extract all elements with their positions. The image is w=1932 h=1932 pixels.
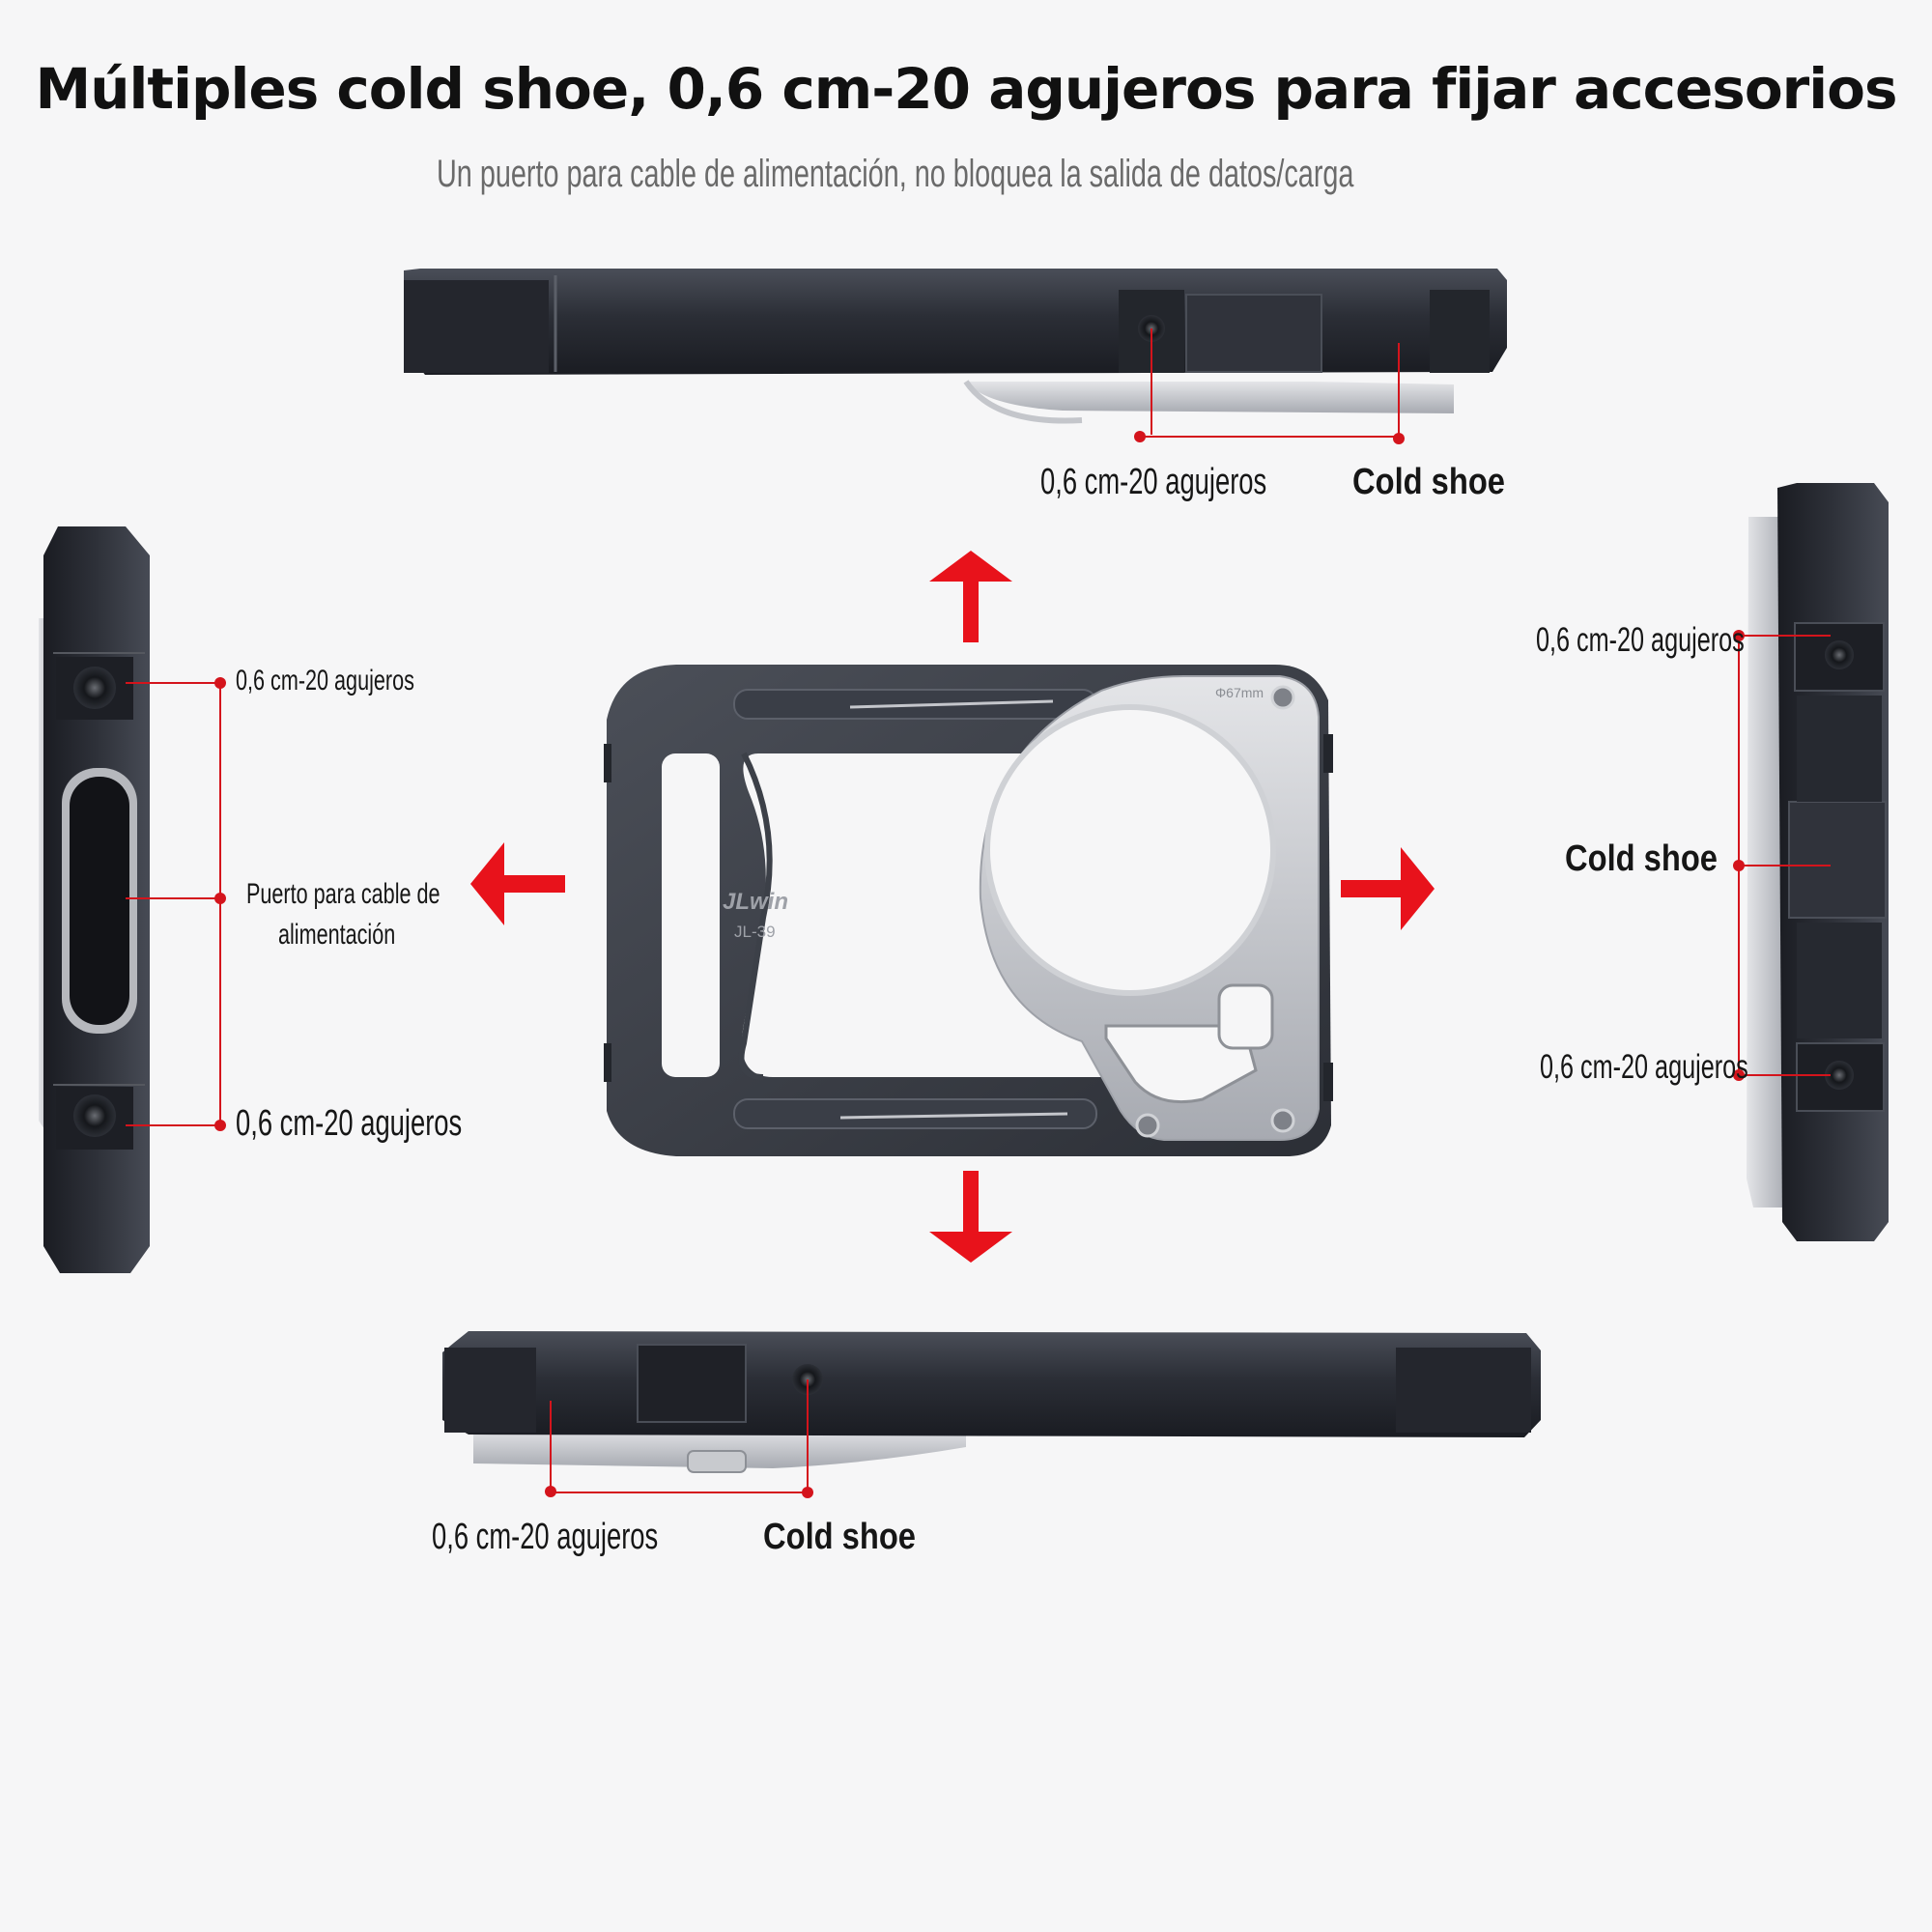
right-view-cage — [1733, 483, 1889, 1241]
right-shoe-label: Cold shoe — [1565, 838, 1718, 879]
right-hole-label-top: 0,6 cm-20 agujeros — [1536, 621, 1745, 659]
top-shoe-label: Cold shoe — [1352, 462, 1505, 502]
bottom-shoe-label: Cold shoe — [763, 1517, 916, 1557]
left-view-cage — [39, 526, 226, 1273]
arrow-left-icon — [470, 842, 565, 925]
screw-icon — [1270, 1108, 1295, 1133]
left-hole-label-top: 0,6 cm-20 agujeros — [236, 665, 414, 696]
page-title: Múltiples cold shoe, 0,6 cm-20 agujeros … — [35, 56, 1897, 122]
arrow-right-icon — [1341, 847, 1435, 930]
model-label: JL-39 — [734, 923, 776, 941]
brand-logo: JLwin — [723, 889, 788, 915]
ring-marking: Φ67mm — [1215, 685, 1264, 700]
front-view-cage: Φ67mm JLwin JL-39 — [604, 665, 1333, 1156]
direction-arrows — [470, 551, 1435, 1263]
screw-icon — [1270, 685, 1295, 710]
arrow-down-icon — [929, 1171, 1012, 1263]
left-hole-label-bottom: 0,6 cm-20 agujeros — [236, 1103, 463, 1144]
page-subtitle: Un puerto para cable de alimentación, no… — [437, 153, 1354, 195]
bottom-hole-label: 0,6 cm-20 agujeros — [432, 1517, 659, 1557]
threaded-hole-icon — [1825, 640, 1854, 669]
threaded-hole-icon — [73, 1094, 116, 1137]
threaded-hole-icon — [73, 667, 116, 709]
left-port-label-line2: alimentación — [277, 919, 396, 951]
bottom-view-cage — [442, 1331, 1541, 1498]
threaded-hole-icon — [1825, 1061, 1854, 1090]
top-view-cage — [404, 269, 1507, 444]
left-port-label-line1: Puerto para cable de — [246, 878, 440, 910]
arrow-up-icon — [929, 551, 1012, 642]
top-hole-label: 0,6 cm-20 agujeros — [1040, 462, 1267, 502]
left-port-label: Puerto para cable de alimentación — [246, 874, 440, 955]
right-hole-label-bottom: 0,6 cm-20 agujeros — [1540, 1048, 1748, 1086]
screw-icon — [1135, 1113, 1160, 1138]
